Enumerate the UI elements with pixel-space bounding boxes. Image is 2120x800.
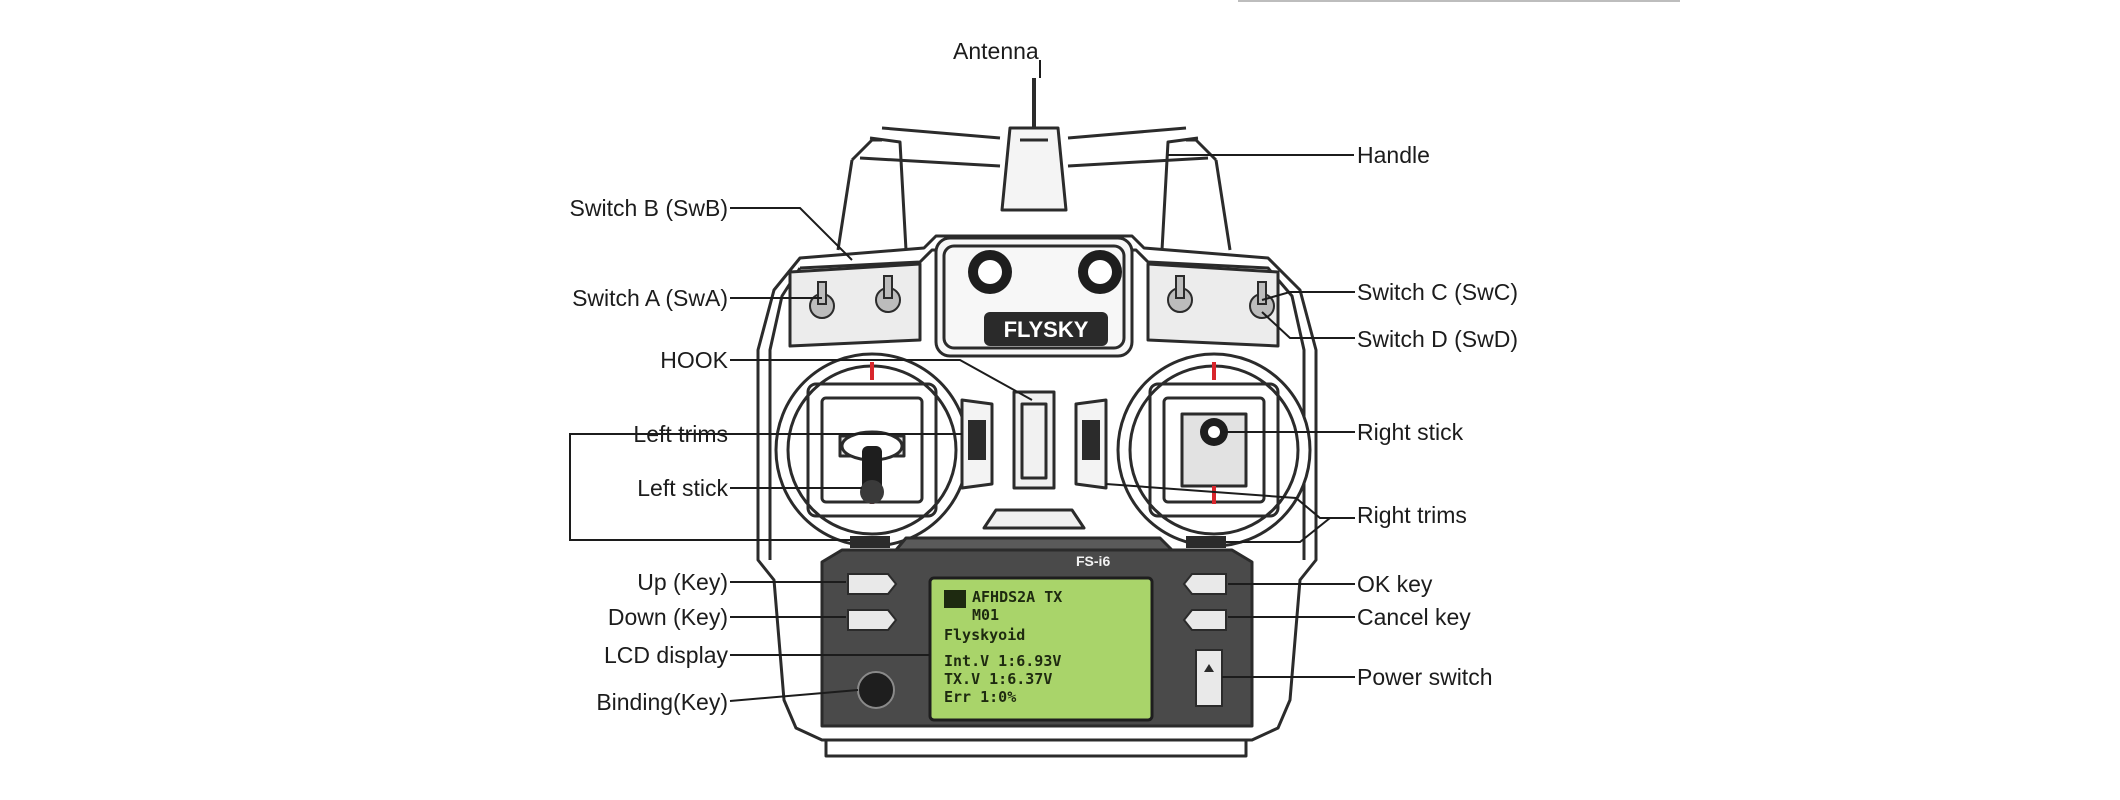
label-ok-key: OK key [1357, 571, 1433, 597]
label-left-stick: Left stick [637, 475, 728, 501]
label-switch-b: Switch B (SwB) [569, 195, 728, 221]
top-divider [1238, 0, 1680, 2]
model-name: FS-i6 [1076, 553, 1110, 569]
right-stick-shape [1200, 418, 1228, 446]
label-binding-key: Binding(Key) [596, 689, 728, 715]
label-switch-c: Switch C (SwC) [1357, 279, 1519, 305]
label-hook: HOOK [660, 347, 728, 373]
label-handle: Handle [1357, 142, 1430, 168]
up-key [847, 573, 898, 595]
svg-text:M01: M01 [972, 606, 999, 624]
label-right-stick: Right stick [1357, 419, 1464, 445]
label-switch-d: Switch D (SwD) [1357, 326, 1519, 352]
ok-key [1182, 573, 1227, 595]
power-switch-shape [1195, 649, 1223, 707]
left-gimbal [774, 352, 970, 548]
label-down-key: Down (Key) [607, 604, 728, 630]
label-cancel-key: Cancel key [1357, 604, 1471, 630]
label-power-switch: Power switch [1357, 664, 1493, 690]
toggle-switches [809, 275, 1275, 319]
svg-text:TX.V 1:6.37V: TX.V 1:6.37V [944, 670, 1052, 688]
lcd-screen: AFHDS2A TX M01 Flyskyoid Int.V 1:6.93V T… [928, 576, 1154, 722]
cancel-key [1182, 609, 1227, 631]
brand-logo: FLYSKY [1004, 317, 1089, 342]
binding-key [857, 671, 895, 709]
label-antenna: Antenna [953, 38, 1039, 64]
handle [836, 126, 1232, 251]
label-right-trims: Right trims [1357, 502, 1467, 528]
right-gimbal [1116, 352, 1312, 548]
svg-text:Int.V 1:6.93V: Int.V 1:6.93V [944, 652, 1061, 670]
dial-knobs [968, 250, 1122, 294]
down-key [847, 609, 898, 631]
label-switch-a: Switch A (SwA) [572, 285, 728, 311]
label-left-trims: Left trims [633, 421, 728, 447]
label-up-key: Up (Key) [637, 569, 728, 595]
svg-text:Err 1:0%: Err 1:0% [944, 688, 1016, 706]
svg-text:Flyskyoid: Flyskyoid [944, 626, 1025, 644]
svg-text:AFHDS2A TX: AFHDS2A TX [972, 588, 1062, 606]
label-lcd-display: LCD display [604, 642, 728, 668]
left-stick-shape [860, 446, 884, 504]
